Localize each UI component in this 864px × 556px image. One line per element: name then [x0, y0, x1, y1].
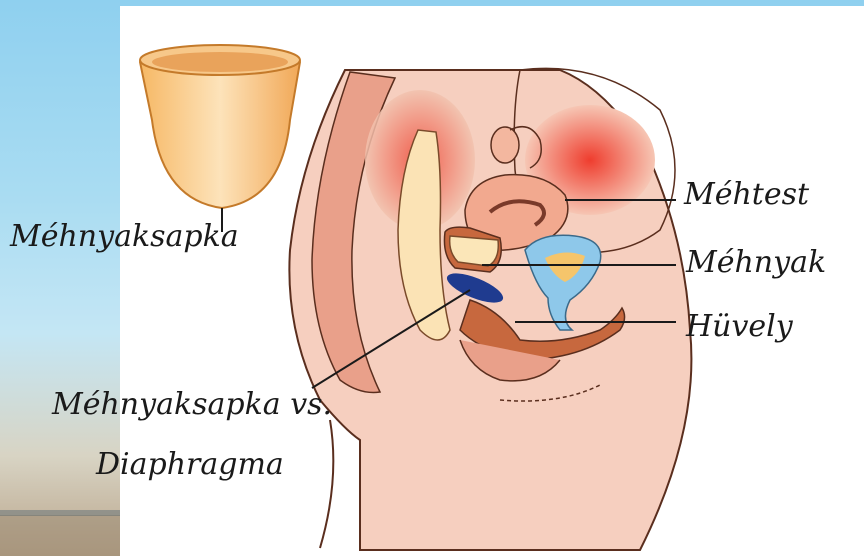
label-cervical-cap: Méhnyaksapka [10, 222, 239, 252]
pelvis-cross-section [289, 68, 691, 550]
label-comparison-line2: Diaphragma [96, 450, 284, 480]
label-comparison-line1: Méhnyaksapka vs. [52, 390, 332, 420]
label-vagina: Hüvely [686, 312, 793, 342]
label-uterus-body: Méhtest [684, 180, 809, 210]
cervical-cap-illustration [140, 45, 300, 232]
label-cervix: Méhnyak [686, 248, 826, 278]
